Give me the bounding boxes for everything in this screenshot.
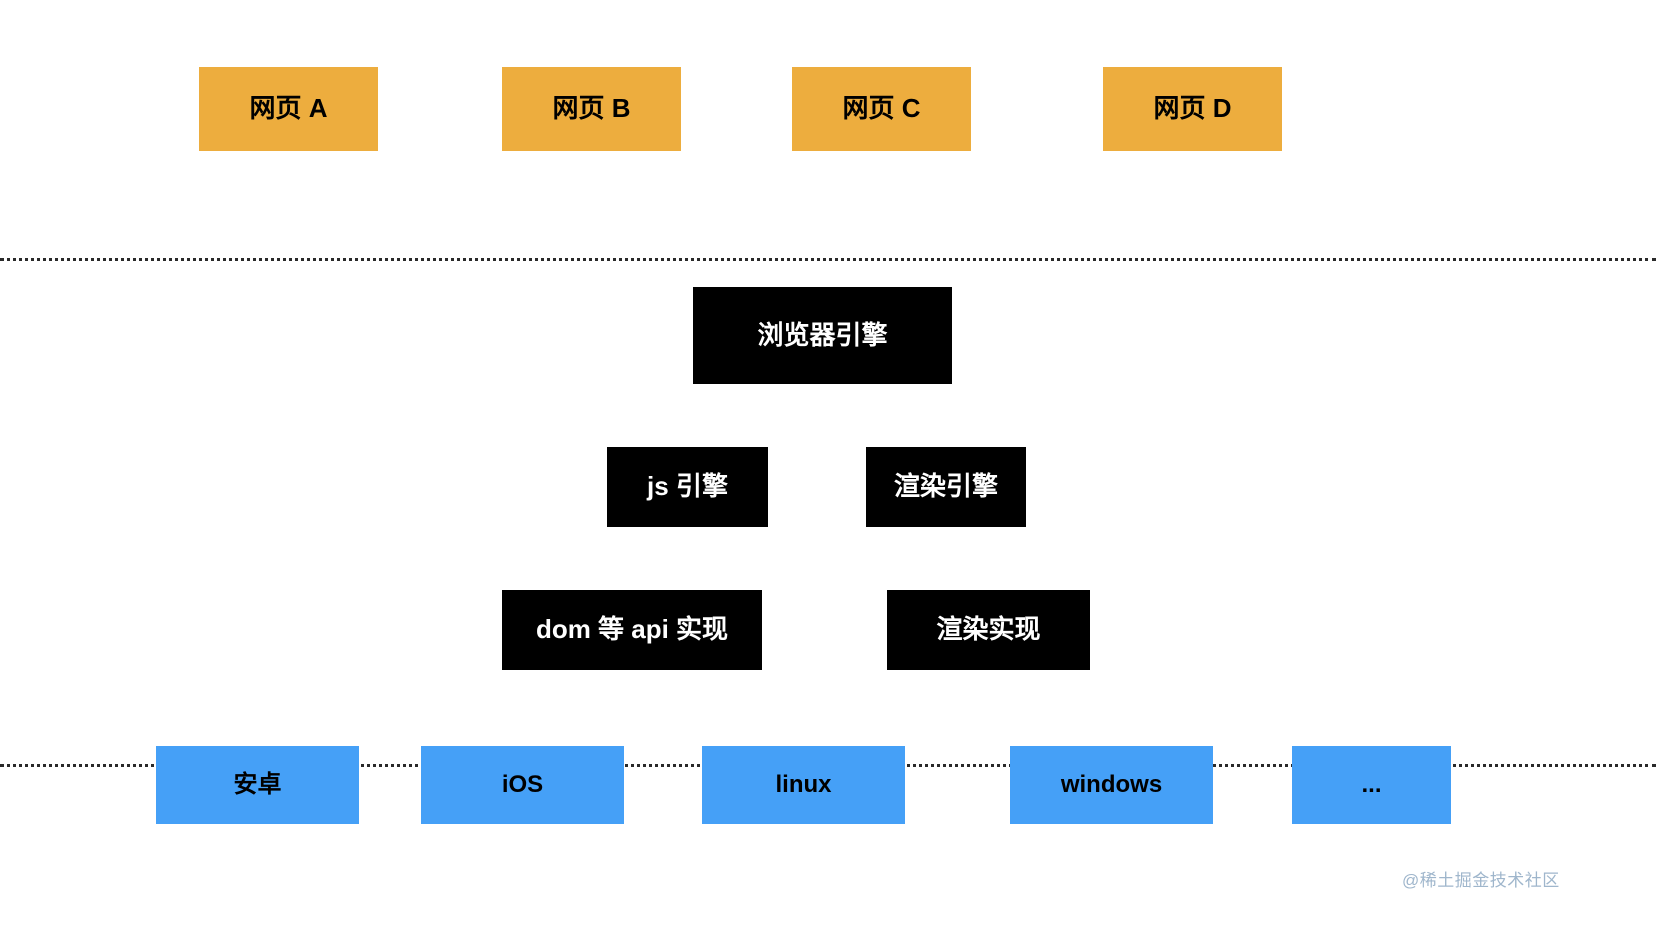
web-page-box-b: 网页 B	[502, 67, 681, 151]
os-box-windows: windows	[1010, 746, 1213, 824]
render-implementation-box: 渲染实现	[887, 590, 1090, 670]
browser-engine-box: 浏览器引擎	[693, 287, 952, 384]
os-box-android: 安卓	[156, 746, 359, 824]
os-box-linux: linux	[702, 746, 905, 824]
os-box-others: ...	[1292, 746, 1451, 824]
web-page-box-d: 网页 D	[1103, 67, 1282, 151]
dom-api-implementation-box: dom 等 api 实现	[502, 590, 762, 670]
watermark: @稀土掘金技术社区	[1402, 871, 1560, 890]
divider-pages-engine	[0, 258, 1656, 261]
web-page-box-c: 网页 C	[792, 67, 971, 151]
os-box-ios: iOS	[421, 746, 624, 824]
web-page-box-a: 网页 A	[199, 67, 378, 151]
js-engine-box: js 引擎	[607, 447, 768, 527]
render-engine-box: 渲染引擎	[866, 447, 1026, 527]
